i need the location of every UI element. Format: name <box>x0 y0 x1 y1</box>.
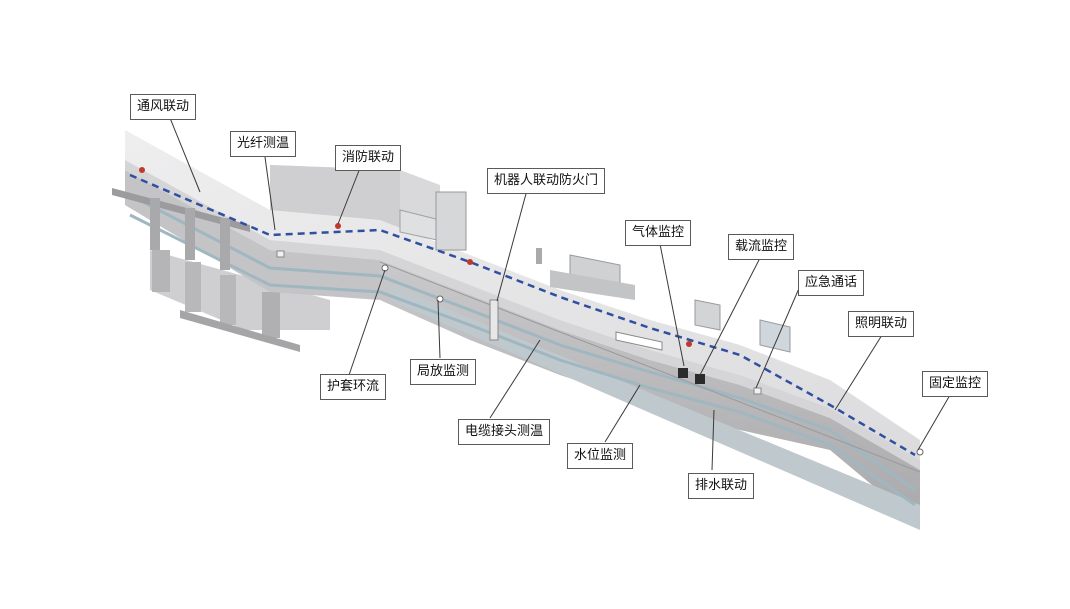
callout-water-level: 水位监测 <box>567 443 634 469</box>
callout-fire: 消防联动 <box>335 145 402 171</box>
lighting-label: 照明联动 <box>855 316 908 331</box>
fiber-optic-line <box>129 173 916 457</box>
callout-fiber-temp: 光纤测温 <box>230 131 297 157</box>
callout-emergency-phone: 应急通话 <box>798 270 865 296</box>
tunnel-wall <box>125 170 921 530</box>
callout-fixed-monitor: 固定监控 <box>922 371 989 397</box>
sheath-current-label: 护套环流 <box>327 379 380 394</box>
callout-drainage: 排水联动 <box>688 473 755 499</box>
callout-robot-door: 机器人联动防火门 <box>487 168 606 194</box>
emergency-phone-label: 应急通话 <box>805 275 858 290</box>
fixed-monitor-label: 固定监控 <box>929 376 982 391</box>
callout-sheath-current: 护套环流 <box>320 374 387 400</box>
fire-label: 消防联动 <box>342 150 395 165</box>
tunnel-top <box>125 130 920 470</box>
roof-equipment <box>399 191 791 353</box>
leader-lines <box>169 117 951 471</box>
callout-joint-temp: 电缆接头测温 <box>458 419 551 445</box>
carrier-label: 载流监控 <box>735 239 788 254</box>
callout-lighting: 照明联动 <box>848 311 915 337</box>
ventilation-label: 通风联动 <box>137 99 190 114</box>
robot-door-label: 机器人联动防火门 <box>494 173 599 188</box>
fiber-temp-label: 光纤测温 <box>237 136 290 151</box>
water-level-label: 水位监测 <box>574 448 627 463</box>
left-substructure <box>150 250 330 352</box>
gas-label: 气体监控 <box>632 225 685 240</box>
left-portal <box>112 188 250 270</box>
callout-partial-discharge: 局放监测 <box>410 359 477 385</box>
drainage-label: 排水联动 <box>695 478 748 493</box>
callout-gas: 气体监控 <box>625 220 692 246</box>
callout-ventilation: 通风联动 <box>130 94 197 120</box>
joint-temp-label: 电缆接头测温 <box>465 424 544 439</box>
partial-discharge-label: 局放监测 <box>417 364 470 379</box>
callout-carrier: 载流监控 <box>728 234 795 260</box>
device-markers <box>139 167 924 456</box>
